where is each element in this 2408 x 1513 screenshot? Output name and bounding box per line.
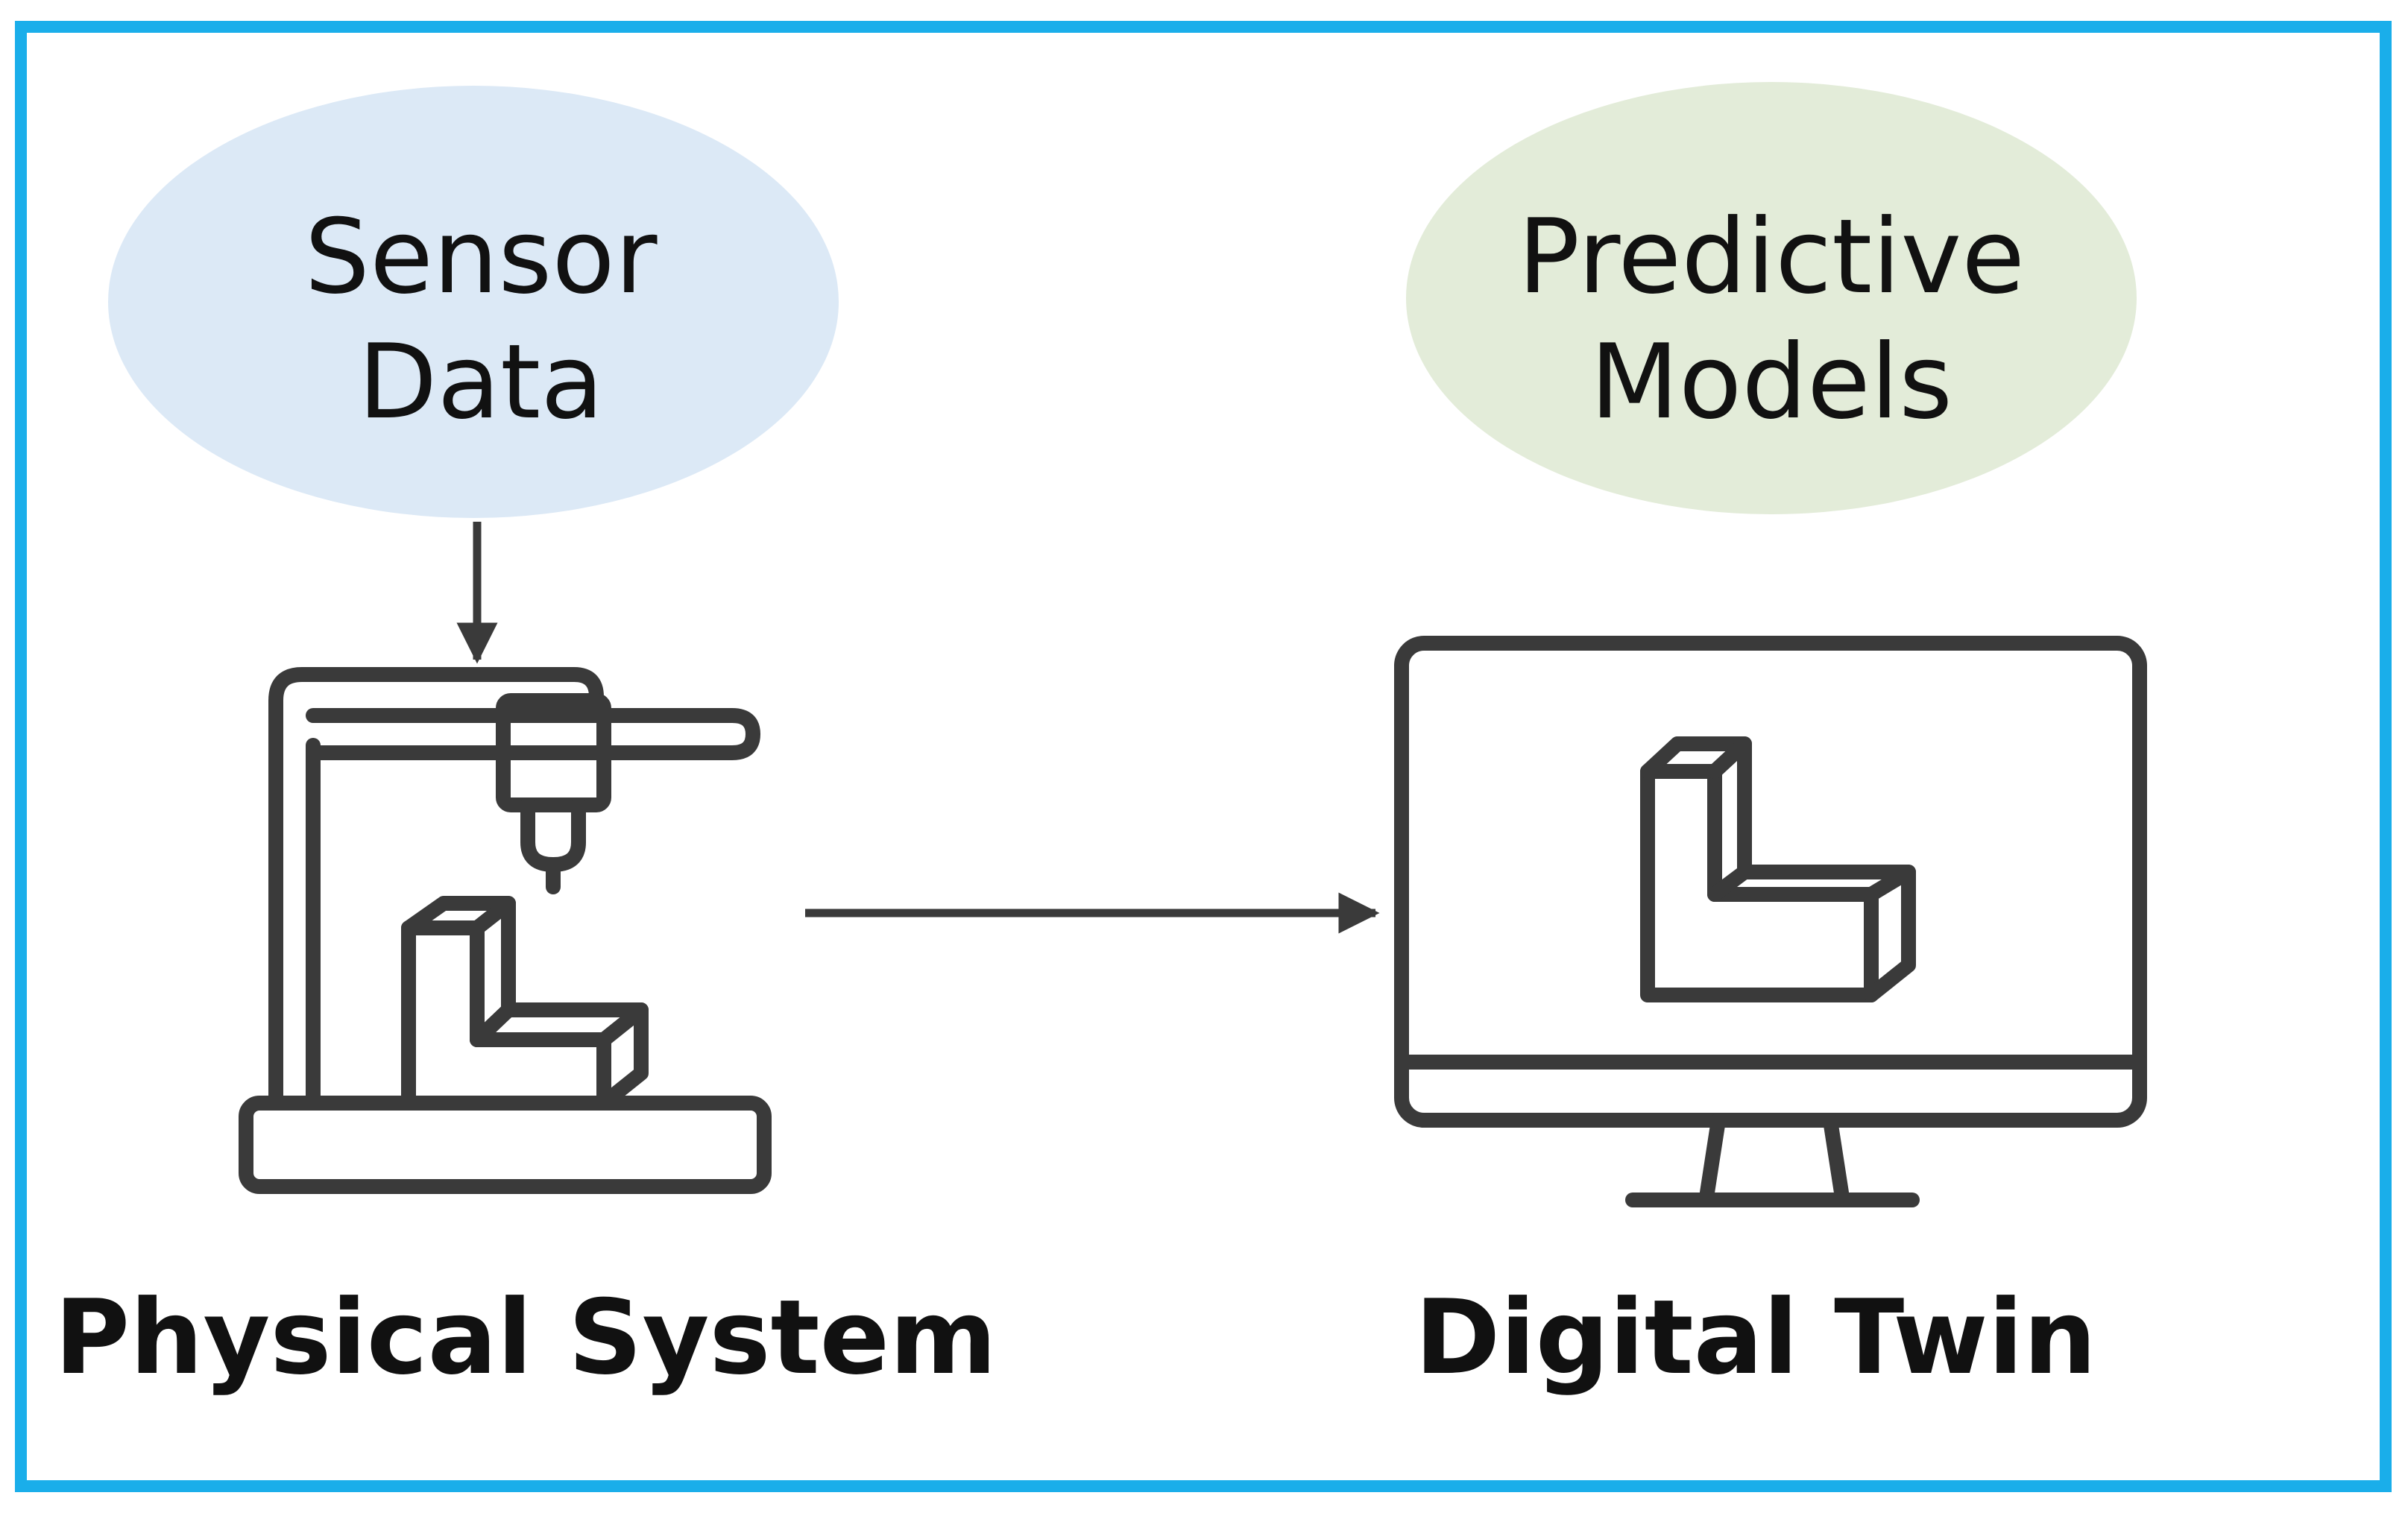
predictive-models-label-line2: Models [1590, 322, 1952, 442]
3d-printer-icon [239, 667, 772, 1194]
monitor-icon [1394, 636, 2147, 1207]
sensor-data-ellipse [108, 86, 839, 518]
physical-system-caption: Physical System [54, 1277, 997, 1397]
predictive-models-node: Predictive Models [1406, 82, 2137, 514]
sensor-data-label-line1: Sensor [304, 197, 657, 317]
sensor-data-node: Sensor Data [108, 86, 839, 518]
sensor-data-label-line2: Data [358, 322, 604, 442]
predictive-models-label-line1: Predictive [1518, 197, 2025, 317]
predictive-models-ellipse [1406, 82, 2137, 514]
digital-twin-caption: Digital Twin [1415, 1277, 2096, 1397]
